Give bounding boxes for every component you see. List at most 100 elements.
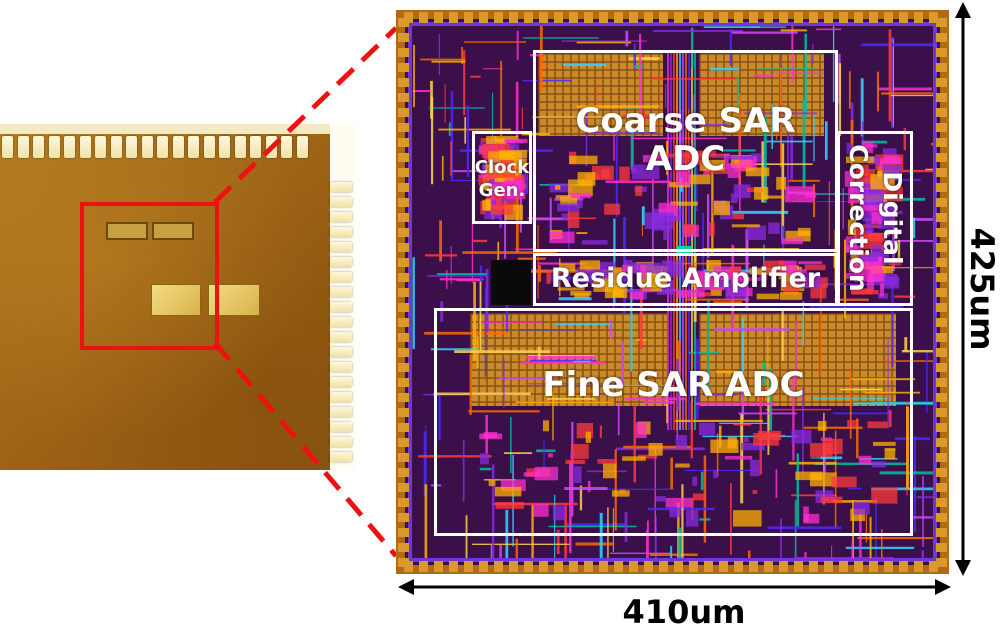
logic-cell: [614, 280, 622, 297]
logic-cell: [581, 240, 608, 245]
ring-pad: [398, 228, 409, 237]
logic-cell: [504, 138, 528, 144]
ring-pad: [936, 153, 947, 162]
ring-pad: [936, 468, 947, 477]
ring-pad: [936, 438, 947, 447]
logic-cell: [709, 222, 715, 236]
chip-layout: Coarse SAR ADC Clock Gen. Digital Correc…: [396, 10, 949, 574]
logic-cell: [547, 453, 553, 458]
logic-cell: [729, 267, 741, 273]
die-photo: [0, 124, 356, 470]
ring-pad: [936, 78, 947, 87]
logic-cell: [795, 471, 823, 481]
coarse-sar-adc-label-line1: Coarse SAR: [575, 101, 796, 141]
logic-cell: [488, 479, 496, 487]
ring-pad: [554, 12, 563, 23]
bond-pad: [219, 136, 230, 158]
ring-pad: [936, 63, 947, 72]
bond-pad: [64, 136, 75, 158]
bond-pad: [330, 242, 352, 252]
logic-cell: [692, 476, 697, 487]
logic-cell: [723, 153, 729, 170]
logic-cell: [480, 184, 488, 189]
logic-cell: [731, 224, 760, 228]
ring-pad: [936, 393, 947, 402]
logic-cell: [731, 272, 747, 288]
ring-pad: [509, 12, 518, 23]
logic-cell: [534, 466, 559, 481]
logic-cell: [871, 212, 882, 224]
fine-sar-adc-region: [434, 308, 913, 536]
logic-cell: [846, 273, 863, 279]
logic-cell: [858, 455, 872, 465]
logic-cell: [803, 513, 820, 524]
bond-pad: [330, 377, 352, 387]
logic-cell: [781, 238, 803, 245]
ring-pad: [524, 12, 533, 23]
layout-void: [491, 260, 531, 305]
bond-pad: [95, 136, 106, 158]
ring-pad: [936, 543, 947, 552]
logic-cell: [727, 163, 739, 179]
logic-cell: [810, 285, 827, 299]
ring-pad: [809, 12, 818, 23]
ring-pad: [398, 423, 409, 432]
ring-pad: [398, 33, 409, 42]
ring-pad: [936, 228, 947, 237]
die-coarse-block-left: [106, 222, 148, 240]
logic-cell: [479, 453, 489, 465]
ring-pad: [704, 12, 713, 23]
logic-cell: [631, 262, 661, 274]
logic-cell: [601, 169, 610, 179]
ring-pad: [936, 483, 947, 492]
logic-cell: [698, 292, 712, 297]
logic-cell: [885, 240, 897, 245]
ring-pad: [629, 561, 638, 572]
logic-cell: [879, 161, 884, 169]
ring-pad: [398, 303, 409, 312]
ring-pad: [398, 393, 409, 402]
bond-pad: [79, 136, 91, 158]
ring-pad: [398, 258, 409, 267]
logic-cell: [494, 486, 522, 497]
ring-pad: [899, 12, 908, 23]
ring-pad: [869, 561, 878, 572]
ring-pad: [824, 12, 833, 23]
logic-cell: [603, 463, 617, 479]
logic-cell: [570, 192, 592, 199]
logic-cell: [719, 270, 734, 281]
ring-pad: [398, 153, 409, 162]
logic-cell: [619, 166, 630, 181]
logic-cell: [507, 144, 520, 154]
ring-pad: [434, 12, 443, 23]
ring-pad: [398, 108, 409, 117]
logic-cell: [847, 219, 856, 236]
logic-cell: [798, 261, 823, 265]
logic-cell: [629, 291, 644, 300]
ring-pad: [869, 12, 878, 23]
ring-pad: [794, 12, 803, 23]
logic-cell: [585, 431, 592, 443]
logic-cell: [559, 263, 576, 272]
logic-cell: [560, 196, 578, 206]
ring-pad: [584, 12, 593, 23]
ring-pad: [936, 453, 947, 462]
logic-cell: [557, 287, 585, 291]
ring-pad: [398, 378, 409, 387]
ring-pad: [398, 318, 409, 327]
clock-gen-label-line2: Gen.: [478, 180, 526, 201]
bond-pad: [330, 392, 352, 402]
ring-pad: [719, 12, 728, 23]
ring-pad: [936, 333, 947, 342]
ring-pad: [398, 48, 409, 57]
ring-pad: [936, 138, 947, 147]
ring-pad: [674, 561, 683, 572]
logic-cell: [707, 260, 722, 271]
logic-cell: [576, 199, 583, 209]
logic-cell: [569, 155, 598, 165]
logic-cell: [872, 441, 896, 446]
logic-cell: [644, 287, 651, 292]
width-arrow-right-head: [935, 579, 951, 595]
